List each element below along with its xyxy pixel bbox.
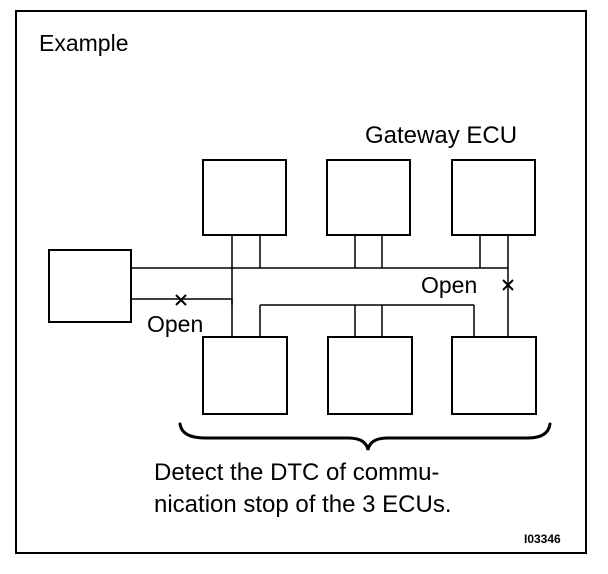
bottom-ecu-box-3 [451,336,537,415]
bus-wiring [131,235,509,337]
caption-line-2: nication stop of the 3 ECUs. [154,491,452,518]
open-mark-right-icon [502,279,514,291]
left-ecu-box [48,249,132,323]
gateway-ecu-box [451,159,536,236]
open-mark-left-icon [175,294,187,306]
caption: Detect the DTC of commu- nication stop o… [154,457,574,521]
open-label-right: Open [421,272,478,298]
grouping-brace-icon [178,422,552,451]
bottom-ecu-box-1 [202,336,288,415]
top-ecu-box-2 [326,159,411,236]
figure-code: I03346 [524,532,561,546]
top-ecu-box-1 [202,159,287,236]
bottom-ecu-box-2 [327,336,413,415]
figure-frame [15,10,587,554]
gateway-ecu-label: Gateway ECU [365,122,518,149]
caption-line-1: Detect the DTC of commu- [154,459,440,486]
open-label-left: Open [147,311,204,337]
figure-title: Example [39,30,129,56]
